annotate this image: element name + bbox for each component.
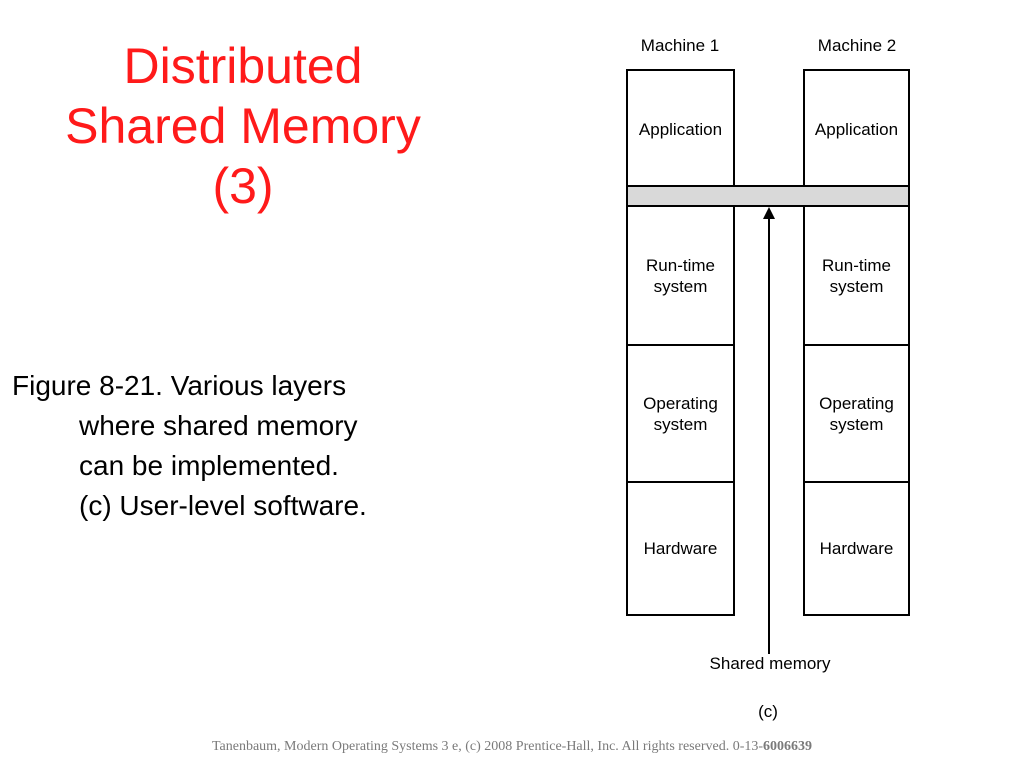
machine-2-label: Machine 2 — [817, 36, 897, 55]
machine-2-os-label: Operating system — [819, 393, 894, 434]
machine-1-runtime-label: Run-time system — [646, 255, 715, 296]
caption-line-2: where shared memory — [79, 410, 358, 441]
machine-1-stack: Application Run-time system Operating sy… — [626, 69, 735, 616]
footer-isbn: 6006639 — [763, 739, 813, 754]
machine-2-stack: Application Run-time system Operating sy… — [803, 69, 910, 616]
machine-1-runtime-layer: Run-time system — [628, 207, 733, 344]
machine-1-os-layer: Operating system — [628, 344, 733, 481]
machine-2-application-layer: Application — [805, 71, 908, 187]
machine-1-application-layer: Application — [628, 71, 733, 187]
machine-2-hardware-label: Hardware — [819, 539, 894, 558]
title-line-1: Distributed — [123, 38, 363, 94]
caption-line-1: Figure 8-21. Various layers — [12, 370, 347, 401]
caption-line-4: (c) User-level software. — [79, 490, 367, 521]
machine-1-hardware-layer: Hardware — [628, 481, 733, 614]
caption-line-3: can be implemented. — [79, 450, 339, 481]
arrow-up-icon — [763, 207, 775, 219]
machine-1-os-label: Operating system — [643, 393, 718, 434]
footer-text: Tanenbaum, Modern Operating Systems 3 e,… — [211, 739, 764, 754]
shared-memory-arrow-line — [768, 214, 770, 654]
machine-2-application-label: Application — [814, 119, 899, 139]
machine-2-runtime-layer: Run-time system — [805, 207, 908, 344]
figure-part-label: (c) — [758, 702, 778, 721]
title-line-2: Shared Memory — [65, 98, 421, 154]
layer-diagram: Machine 1 Machine 2 Application Run-time… — [600, 28, 920, 728]
figure-caption: Figure 8-21. Various layers where shared… — [12, 366, 452, 526]
copyright-footer: Tanenbaum, Modern Operating Systems 3 e,… — [0, 739, 1024, 755]
machine-1-label: Machine 1 — [640, 36, 720, 55]
slide-title: Distributed Shared Memory (3) — [0, 36, 486, 216]
machine-2-hardware-layer: Hardware — [805, 481, 908, 614]
title-line-3: (3) — [212, 158, 274, 214]
machine-1-hardware-label: Hardware — [643, 539, 718, 558]
machine-2-runtime-label: Run-time system — [822, 255, 891, 296]
shared-memory-bar — [626, 185, 910, 207]
machine-1-application-label: Application — [638, 119, 723, 139]
machine-2-os-layer: Operating system — [805, 344, 908, 481]
shared-memory-label: Shared memory — [709, 654, 831, 673]
